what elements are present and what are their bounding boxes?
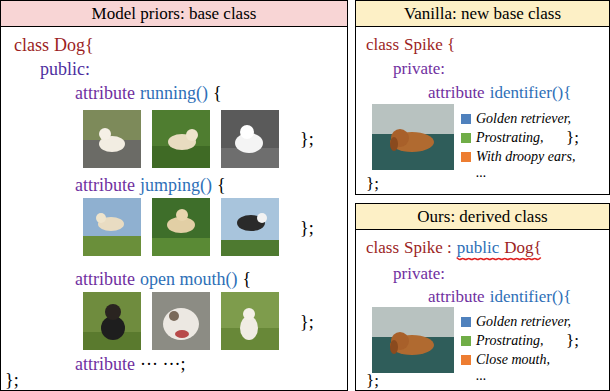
dog-photo bbox=[83, 292, 141, 350]
legend-swatch bbox=[461, 114, 471, 124]
code-token: Spike : bbox=[404, 239, 452, 256]
code-token: { bbox=[213, 84, 222, 102]
code-token: { bbox=[242, 270, 251, 288]
legend-text: Golden retriever, bbox=[476, 315, 571, 329]
code-token: ... bbox=[476, 166, 487, 180]
code-token: }; bbox=[300, 219, 314, 237]
legend-text: With droopy ears, bbox=[476, 150, 575, 164]
legend-swatch bbox=[461, 317, 471, 327]
code-token: attribute bbox=[75, 270, 135, 288]
legend-text: Prostrating, bbox=[476, 131, 544, 145]
code-token: }; bbox=[5, 371, 19, 389]
code-token: class bbox=[14, 36, 49, 54]
dog-photo bbox=[152, 292, 210, 350]
dog-photo bbox=[152, 198, 210, 256]
code-token: attribute bbox=[75, 84, 135, 102]
panel-header: Ours: derived class bbox=[356, 204, 609, 230]
code-token: public bbox=[457, 239, 500, 256]
wavy-underline bbox=[457, 258, 541, 260]
code-token: attribute bbox=[75, 176, 135, 194]
code-token: }; bbox=[566, 332, 579, 349]
code-token: attribute bbox=[75, 355, 135, 373]
legend-text: Close mouth, bbox=[476, 353, 550, 367]
code-token: Dog{ bbox=[54, 36, 94, 54]
dog-photo bbox=[221, 292, 279, 350]
dog-photo bbox=[152, 110, 210, 168]
legend-swatch bbox=[461, 133, 471, 143]
dog-photo bbox=[221, 110, 279, 168]
code-token: identifier(){ bbox=[490, 84, 572, 101]
code-token: public: bbox=[40, 60, 90, 78]
spike-photo bbox=[372, 104, 454, 170]
code-token: class bbox=[366, 239, 399, 256]
legend-swatch bbox=[461, 336, 471, 346]
dog-photo bbox=[83, 110, 141, 168]
legend-swatch bbox=[461, 152, 471, 162]
code-token: running() bbox=[140, 84, 208, 102]
dog-photo bbox=[221, 198, 279, 256]
panel: Model priors: base class bbox=[0, 0, 348, 391]
spike-photo bbox=[372, 307, 454, 373]
code-token: Dog{ bbox=[504, 239, 541, 256]
code-token: }; bbox=[566, 129, 579, 146]
code-token: jumping() bbox=[140, 176, 212, 194]
code-token: private: bbox=[393, 265, 445, 282]
code-token: }; bbox=[300, 130, 314, 148]
code-token: { bbox=[217, 176, 226, 194]
code-token: attribute bbox=[428, 84, 485, 101]
code-token: identifier(){ bbox=[490, 288, 572, 305]
code-token: }; bbox=[300, 313, 314, 331]
panel-header: Model priors: base class bbox=[1, 1, 347, 27]
code-token: ··· ···; bbox=[140, 355, 185, 373]
legend-text: Prostrating, bbox=[476, 334, 544, 348]
code-token: open mouth() bbox=[140, 270, 237, 288]
code-token: class bbox=[366, 36, 399, 53]
legend-text: Golden retriever, bbox=[476, 112, 571, 126]
code-token: }; bbox=[366, 372, 379, 389]
panel-header: Vanilla: new base class bbox=[356, 1, 609, 27]
code-token: ... bbox=[476, 369, 487, 383]
dog-photo bbox=[83, 198, 141, 256]
code-token: private: bbox=[393, 60, 445, 77]
code-token: attribute bbox=[428, 288, 485, 305]
code-token: }; bbox=[366, 175, 379, 192]
code-token: Spike { bbox=[404, 36, 455, 53]
legend-swatch bbox=[461, 355, 471, 365]
